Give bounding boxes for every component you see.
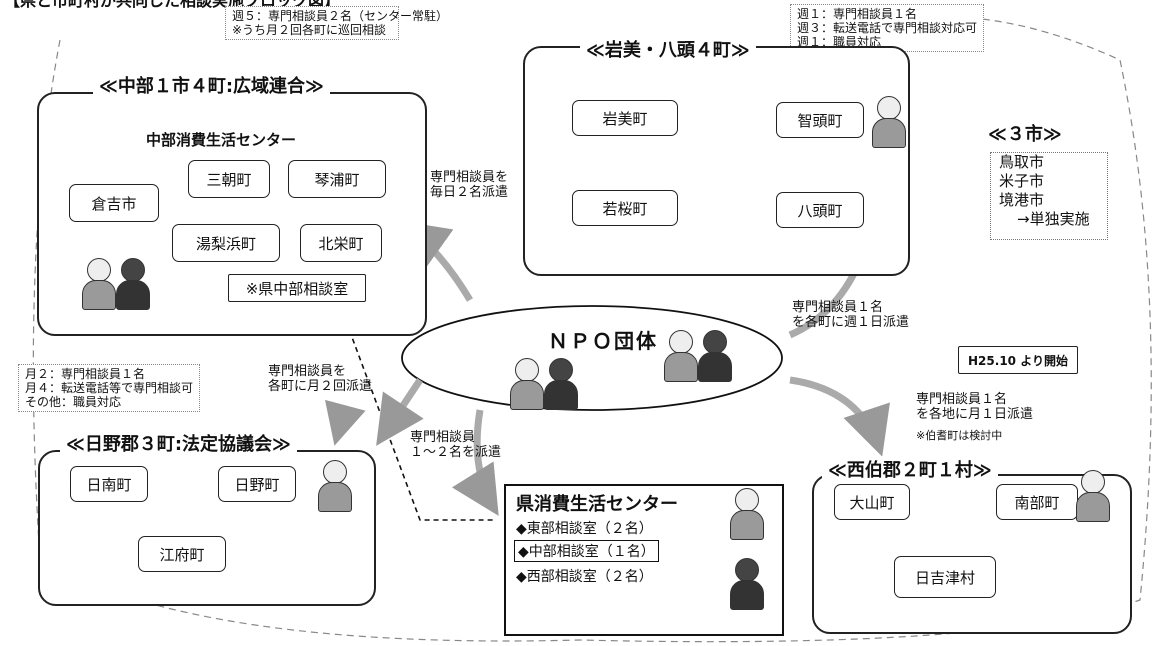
pref-item-east: ◆東部相談室（２名）	[516, 521, 653, 537]
dispatch-arrow-hino	[376, 378, 424, 446]
town-chizu: 智頭町	[776, 102, 864, 138]
label-dispatch-monthly: 専門相談員１名 を各地に月１日派遣	[916, 392, 1034, 423]
sanshi-box: 鳥取市 米子市 境港市 →単独実施	[990, 152, 1108, 240]
npo-figures-left	[510, 358, 578, 410]
town-yurihama: 湯梨浜町	[172, 224, 280, 262]
city-yonago: 米子市	[999, 172, 1045, 190]
consultant-figure	[730, 558, 764, 610]
town-iwami: 岩美町	[572, 100, 678, 136]
town-hiezu: 日吉津村	[894, 556, 996, 598]
town-kotoura: 琴浦町	[288, 160, 386, 198]
pref-center-box: 県消費生活センター ◆東部相談室（２名） ◆中部相談室（１名） ◆西部相談室（２…	[504, 484, 784, 636]
pref-center-title: 県消費生活センター	[516, 494, 678, 515]
consultant-figure	[1076, 470, 1110, 522]
region-seihaku-title: ≪西伯郡２町１村≫	[822, 456, 998, 482]
chubu-office-box: ※県中部相談室	[228, 274, 366, 302]
note-iwami: 週１：専門相談員１名 週３：転送電話で専門相談対応可 週１：職員対応	[790, 4, 985, 52]
office-link-dashed	[339, 304, 496, 521]
outer-boundary	[32, 16, 1152, 643]
town-daisen: 大山町	[834, 484, 910, 520]
town-hokuei: 北栄町	[300, 224, 382, 262]
pref-item-central: ◆中部相談室（１名）	[514, 540, 659, 562]
town-hino: 日野町	[218, 466, 296, 502]
label-dispatch-pref: 専門相談員 １～２名を派遣	[410, 430, 502, 461]
chubu-center-label: 中部消費生活センター	[146, 131, 297, 149]
town-kurayoshi: 倉吉市	[69, 184, 159, 222]
town-nanbu: 南部町	[996, 484, 1078, 520]
consultant-figure	[730, 488, 764, 540]
region-hino-title: ≪日野郡３町:法定協議会≫	[60, 430, 297, 456]
label-dispatch-daily: 専門相談員を 毎日２名派遣	[430, 170, 509, 201]
npo-label: ＮＰＯ団体	[548, 329, 658, 353]
region-iwami-title: ≪岩美・八頭４町≫	[580, 36, 756, 62]
dispatch-arrow-seihaku	[789, 376, 890, 457]
dispatch-arrow-pref	[451, 409, 499, 516]
label-dispatch-twice: 専門相談員を 各町に月２回派遣	[268, 364, 373, 395]
label-dispatch-weekly: 専門相談員１名 を各町に週１日派遣	[792, 300, 910, 331]
note-hino: 月２：専門相談員１名 月４：転送電話等で専門相談可 その他：職員対応	[18, 364, 201, 412]
region-iwami	[523, 46, 910, 276]
city-sakaiminato: 境港市	[999, 191, 1045, 209]
start-badge: H25.10 より開始	[958, 346, 1078, 374]
note-chubu: 週５：専門相談員２名（センター常駐） ※うち月２回各町に巡回相談	[225, 6, 448, 40]
city-tottori: 鳥取市	[999, 153, 1045, 171]
page-title: 【県と市町村が共同した相談実施ブロック図】	[4, 0, 341, 10]
town-wakasa: 若桜町	[572, 190, 678, 226]
town-nichinan: 日南町	[70, 466, 148, 502]
consultants-figure	[82, 258, 150, 310]
town-misasa: 三朝町	[188, 160, 270, 198]
npo-figures-right	[664, 330, 732, 382]
consultant-figure	[318, 460, 352, 512]
dispatch-arrow-hino-down	[324, 399, 366, 446]
pref-item-west: ◆西部相談室（２名）	[516, 569, 653, 585]
town-yazu: 八頭町	[776, 192, 864, 228]
sanshi-title: ≪３市≫	[988, 124, 1062, 145]
town-kofu: 江府町	[138, 536, 226, 572]
region-chubu-title: ≪中部１市４町:広域連合≫	[93, 72, 330, 98]
sanshi-note: →単独実施	[1017, 210, 1090, 228]
label-hakugi-note: ※伯耆町は検討中	[916, 429, 1003, 442]
consultant-figure	[872, 96, 906, 148]
